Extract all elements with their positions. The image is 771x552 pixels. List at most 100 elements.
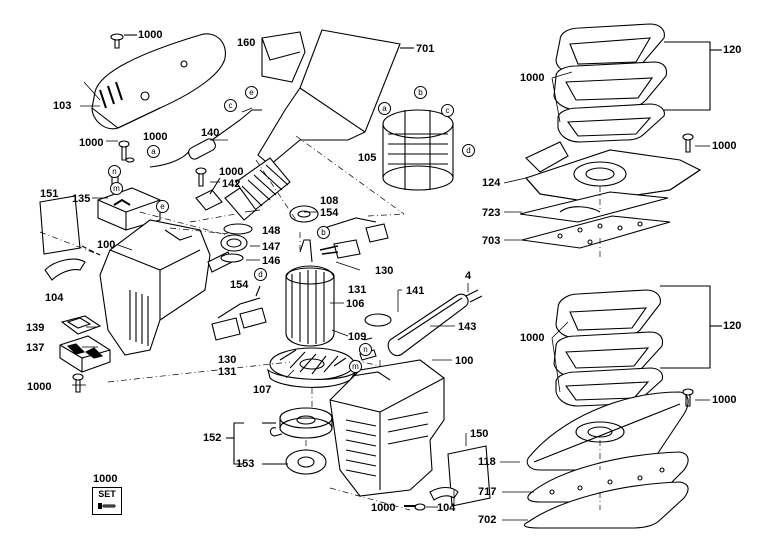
label-1000-c: 1000: [219, 166, 244, 178]
screw-1000-switch: [118, 140, 135, 163]
fan-107: [267, 347, 357, 388]
screw-1000-top: [110, 33, 124, 49]
marker-a-1: a: [147, 145, 160, 158]
label-1000-rb: 1000: [520, 332, 545, 344]
part-142: [195, 189, 223, 211]
label-1000-b: 1000: [143, 131, 168, 143]
screw-1000-right-top: [682, 133, 694, 153]
label-143: 143: [458, 321, 477, 333]
label-130-mid: 130: [218, 354, 237, 366]
housing-right-100: [329, 359, 445, 497]
screw-1000-bottom-left: [72, 373, 84, 393]
label-1000-bl: 1000: [27, 381, 52, 393]
label-1000-r1: 1000: [712, 140, 737, 152]
label-153: 153: [236, 458, 255, 470]
sheet-703: [521, 215, 671, 249]
marker-m-1: m: [110, 182, 123, 195]
marker-d-2: d: [462, 144, 475, 157]
frame-set-bottom: [553, 289, 664, 407]
label-140: 140: [201, 127, 220, 139]
label-154-top: 154: [320, 207, 339, 219]
label-1000-rt: 1000: [520, 72, 545, 84]
part-104-left: [44, 258, 86, 281]
dust-tube-701: [224, 29, 401, 221]
label-135: 135: [72, 193, 91, 205]
marker-m-2: m: [349, 360, 362, 373]
label-139: 139: [26, 322, 45, 334]
bearing-108: [289, 205, 319, 223]
armature-106: [285, 239, 335, 363]
screw-icon: [98, 503, 116, 509]
label-106: 106: [346, 298, 365, 310]
label-160: 160: [237, 37, 256, 49]
sheet-702: [523, 481, 689, 529]
set-icon: SET: [92, 487, 122, 515]
marker-d-1: d: [254, 268, 267, 281]
plate-151: [39, 195, 81, 255]
marker-n-1: n: [108, 165, 121, 178]
label-154-mid: 154: [230, 279, 249, 291]
label-120-top: 120: [723, 44, 742, 56]
part-137: [59, 335, 111, 373]
marker-e-2: e: [156, 200, 169, 213]
marker-e-1: e: [245, 86, 258, 99]
screw-1000-bottom-mid: [404, 503, 426, 511]
label-103: 103: [53, 100, 72, 112]
marker-a-2: a: [378, 102, 391, 115]
label-104-left: 104: [45, 292, 64, 304]
base-118: [526, 391, 689, 471]
brush-holder-top: [317, 217, 389, 259]
label-120-bot: 120: [723, 320, 742, 332]
label-137: 137: [26, 342, 45, 354]
label-1000-top: 1000: [138, 29, 163, 41]
handle-143: [387, 289, 483, 357]
label-703: 703: [482, 235, 501, 247]
label-131-top: 131: [348, 284, 367, 296]
label-100-left: 100: [97, 239, 116, 251]
label-124: 124: [482, 177, 501, 189]
label-100-mid: 100: [455, 355, 474, 367]
label-717: 717: [478, 486, 497, 498]
screw-1000-142: [195, 167, 207, 187]
label-152: 152: [203, 432, 222, 444]
marker-c-1: c: [224, 99, 237, 112]
part-160: [261, 31, 306, 83]
label-1000-r2: 1000: [712, 394, 737, 406]
label-150: 150: [470, 428, 489, 440]
clip-141: [364, 313, 392, 327]
label-723: 723: [482, 207, 501, 219]
frame-set-top: [553, 23, 668, 143]
brush-holder-left: [211, 285, 267, 341]
label-1000-a: 1000: [79, 137, 104, 149]
marker-b-1: b: [317, 226, 330, 239]
sheet-723: [519, 191, 669, 223]
label-701: 701: [416, 43, 435, 55]
label-107: 107: [253, 384, 272, 396]
top-cover-103: [91, 33, 226, 130]
hub-152: [269, 407, 333, 439]
label-131-mid: 131: [218, 366, 237, 378]
marker-b-2: b: [414, 86, 427, 99]
marker-n-2: n: [359, 343, 372, 356]
label-105: 105: [358, 152, 377, 164]
rings-148-147-146: [220, 223, 253, 263]
label-118: 118: [478, 456, 496, 468]
label-104-bm: 104: [437, 502, 456, 514]
wire-140: [149, 109, 262, 168]
label-702: 702: [478, 514, 497, 526]
label-142: 142: [222, 178, 241, 190]
label-4: 4: [465, 270, 472, 282]
label-151: 151: [40, 188, 59, 200]
label-146: 146: [262, 255, 281, 267]
label-130-top: 130: [375, 265, 394, 277]
marker-c-2: c: [441, 104, 454, 117]
bearing-153: [285, 449, 327, 475]
label-1000-set: 1000: [93, 473, 118, 485]
label-147: 147: [262, 241, 281, 253]
label-109: 109: [348, 331, 367, 343]
field-coil-105: [382, 109, 454, 191]
label-148: 148: [262, 225, 281, 237]
label-108: 108: [320, 195, 339, 207]
label-1000-bm: 1000: [371, 502, 396, 514]
